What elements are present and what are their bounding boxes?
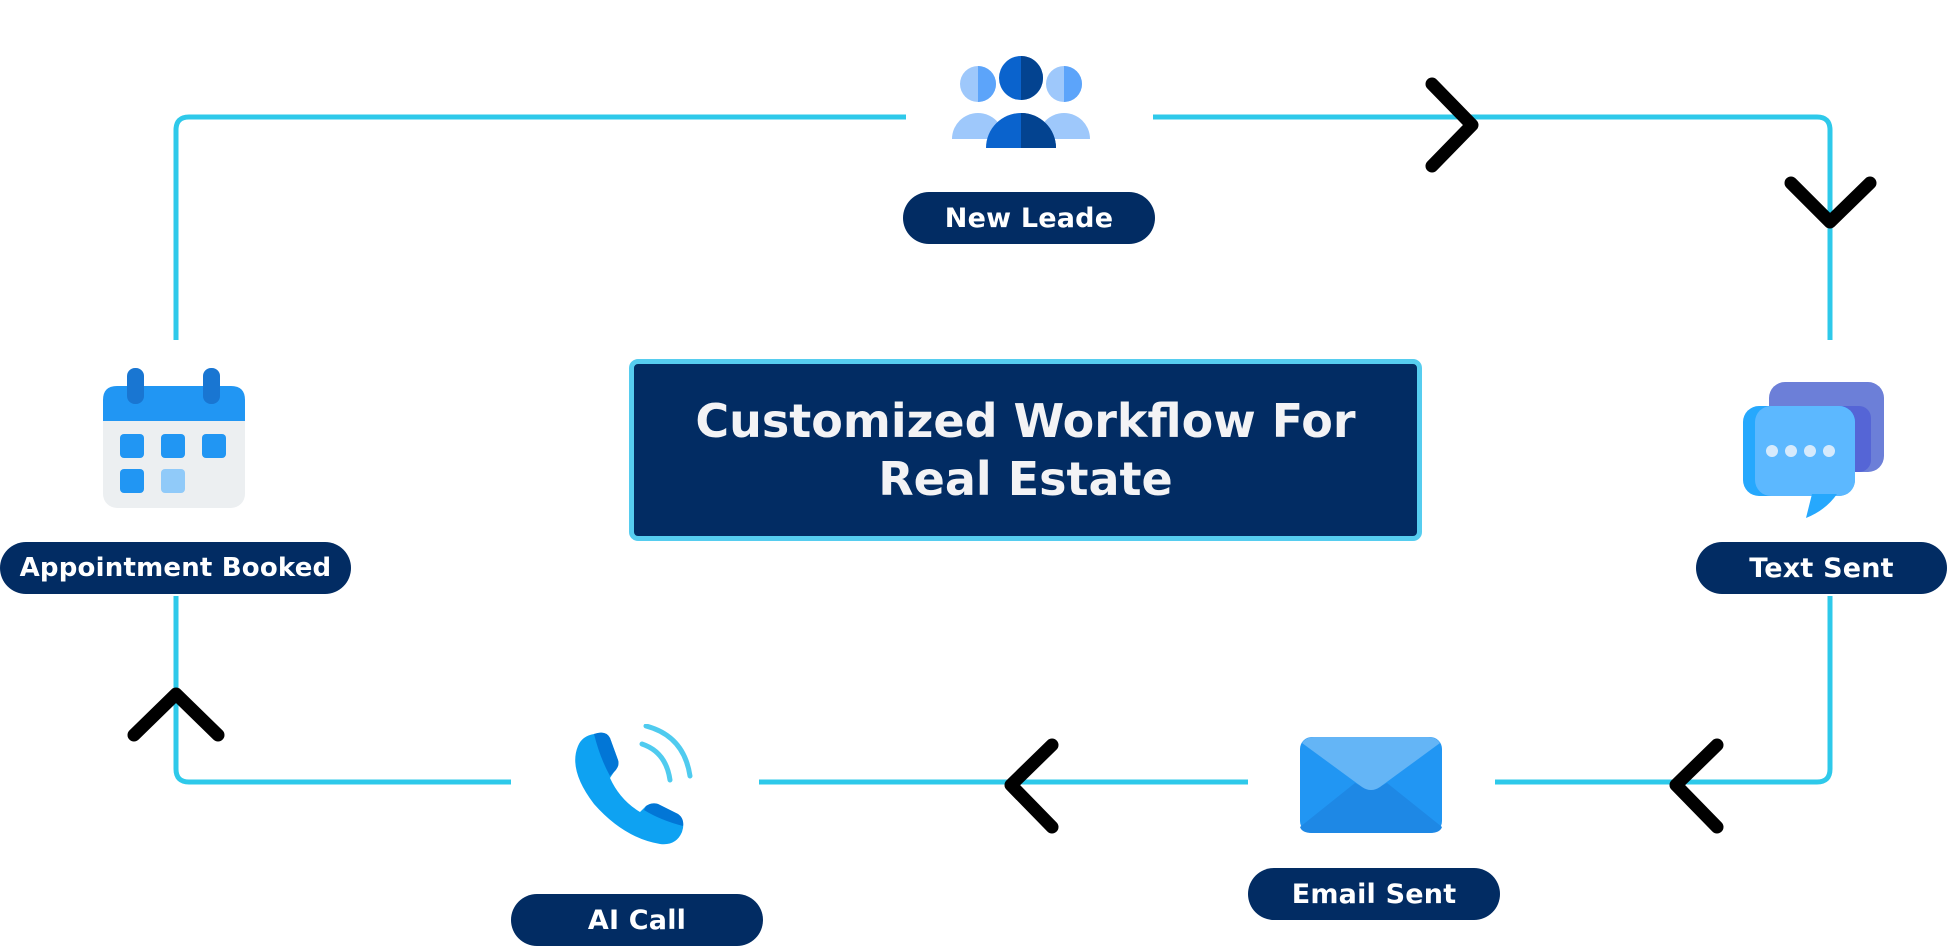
people-group-icon [952, 56, 1090, 148]
step-label-new-lead: New Leade [903, 192, 1155, 244]
connector-bottom-left [173, 596, 511, 785]
connector-right-bottom [1495, 596, 1833, 785]
phone-call-icon [575, 724, 693, 845]
envelope-icon [1300, 737, 1442, 833]
step-label-text-sent: Text Sent [1696, 542, 1947, 594]
workflow-title: Customized Workflow For Real Estate [695, 394, 1356, 506]
step-label-email-sent: Email Sent [1248, 868, 1500, 920]
step-label-ai-call: AI Call [511, 894, 763, 946]
step-label-appointment-booked: Appointment Booked [0, 542, 351, 594]
chat-bubbles-icon [1743, 382, 1884, 518]
arrow-down-icon [1784, 176, 1877, 229]
connector-top-right [1153, 114, 1833, 340]
arrow-left-icon [1004, 738, 1059, 834]
arrow-right-icon [1425, 77, 1479, 173]
connector-top-left [173, 114, 906, 340]
arrow-up-icon [127, 687, 225, 742]
calendar-icon [103, 368, 245, 508]
arrow-left-icon [1669, 738, 1724, 834]
workflow-title-box: Customized Workflow For Real Estate [629, 359, 1422, 541]
